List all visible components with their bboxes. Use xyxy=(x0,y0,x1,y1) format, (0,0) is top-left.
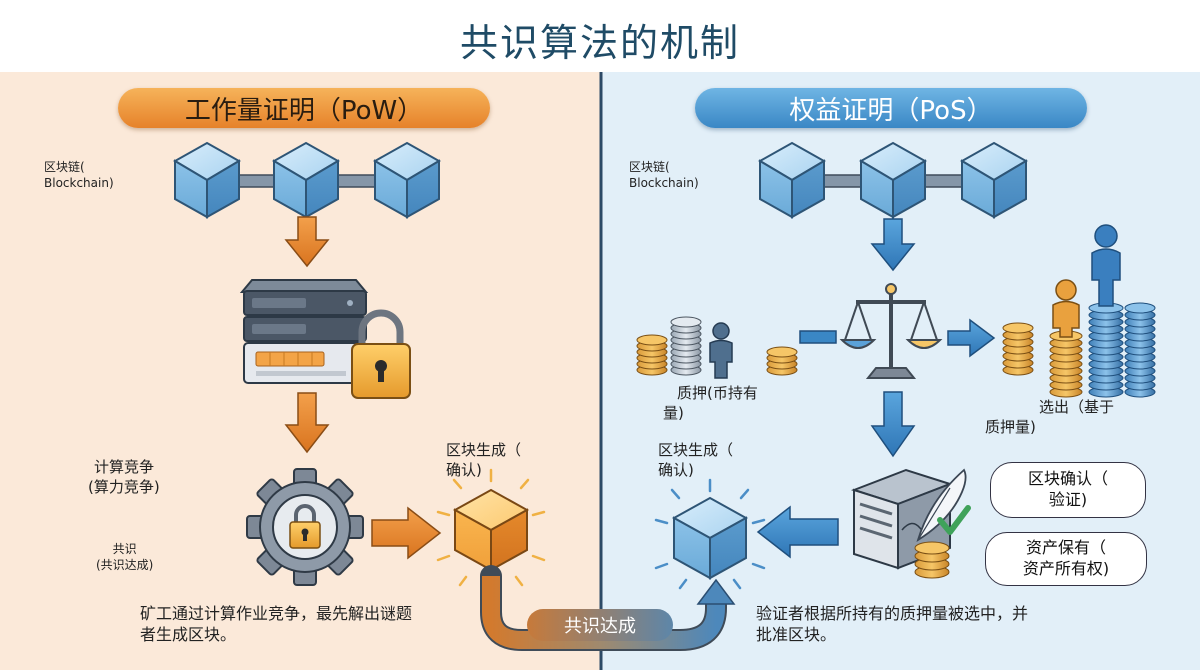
pow-description: 矿工通过计算作业竞争，最先解出谜题 者生成区块。 xyxy=(140,604,412,646)
pos-blockchain-label-line2: Blockchain) xyxy=(629,175,699,190)
pos-blockchain-label: 区块链( Blockchain) xyxy=(629,160,699,191)
person-icon xyxy=(709,322,733,379)
pos-confirm-box-line1: 区块确认（ xyxy=(1027,469,1108,489)
pos-assets-box: 资产保有（ 资产所有权) xyxy=(985,532,1147,586)
pow-compute-label-line1: 计算竞争 xyxy=(94,458,155,476)
pos-header: 权益证明（PoS） xyxy=(695,88,1087,128)
balance-scale-icon xyxy=(839,283,943,379)
pow-consensus-label-line2: (共识达成) xyxy=(96,557,154,572)
pow-compute-label: 计算竞争 (算力竞争) xyxy=(88,458,160,497)
down-arrow-icon xyxy=(870,218,916,272)
page-title: 共识算法的机制 xyxy=(459,21,740,65)
person-icon xyxy=(1052,279,1080,338)
cube-icon xyxy=(173,141,241,219)
down-arrow-icon xyxy=(284,216,330,268)
pow-header: 工作量证明（PoW） xyxy=(118,88,490,128)
consensus-reached-label: 共识达成 xyxy=(527,609,673,641)
pos-description-line1: 验证者根据所持有的质押量被选中，并 xyxy=(756,604,1029,623)
pow-consensus-label-line1: 共识 xyxy=(112,542,137,556)
pos-description-line2: 批准区块。 xyxy=(756,624,837,644)
pow-blockchain xyxy=(173,141,441,219)
pos-block-label-line1: 区块生成（ xyxy=(658,441,734,459)
pos-description: 验证者根据所持有的质押量被选中，并 批准区块。 xyxy=(756,604,1028,646)
pos-stake-label-line2: 量) xyxy=(663,403,684,422)
pos-stake-label-line1: 质押(币持有 xyxy=(677,384,758,402)
checkmark-icon xyxy=(937,505,971,535)
coin-stack-icon xyxy=(1002,302,1156,398)
cube-icon xyxy=(373,141,441,219)
down-arrow-icon xyxy=(870,391,916,458)
pos-blockchain-label-line1: 区块链( xyxy=(629,160,670,174)
coin-stack-icon xyxy=(914,541,950,579)
pos-block-label: 区块生成（ 确认) xyxy=(658,441,733,480)
coin-stack-icon xyxy=(636,316,798,376)
pow-compute-label-line2: (算力竞争) xyxy=(88,477,160,496)
glowing-block-icon xyxy=(436,468,546,587)
pow-blockchain-label-line1: 区块链( xyxy=(44,160,85,174)
pos-assets-box-line2: 资产所有权) xyxy=(1022,559,1110,578)
pos-confirm-box: 区块确认（ 验证) xyxy=(990,462,1146,518)
pow-blockchain-label-line2: Blockchain) xyxy=(44,175,114,190)
pos-confirm-box-line2: 验证) xyxy=(1048,490,1088,509)
server-icon xyxy=(239,279,369,384)
pow-block-label: 区块生成（ 确认) xyxy=(446,441,521,480)
person-icon xyxy=(1091,224,1121,307)
pow-block-label-line2: 确认) xyxy=(446,460,482,479)
pos-stake-label: 质押(币持有 量) xyxy=(663,384,758,423)
glowing-block-icon xyxy=(654,478,766,590)
pos-selection-label-line1: 选出（基于 xyxy=(1039,398,1115,416)
cube-icon xyxy=(960,141,1028,219)
pow-blockchain-label: 区块链( Blockchain) xyxy=(44,160,114,191)
pos-selection-label-line2: 质押量) xyxy=(985,417,1036,436)
quill-pen-icon xyxy=(916,468,967,543)
right-arrow-icon xyxy=(371,506,442,560)
left-arrow-icon xyxy=(756,505,839,559)
gear-icon xyxy=(246,468,364,586)
pos-blockchain xyxy=(758,141,1028,219)
pow-consensus-label: 共识 (共识达成) xyxy=(96,542,153,573)
pos-block-label-line2: 确认) xyxy=(658,460,694,479)
cube-icon xyxy=(859,141,927,219)
pos-assets-box-line1: 资产保有（ xyxy=(1025,538,1106,558)
pos-selection-label: 选出（基于 质押量) xyxy=(985,398,1114,437)
pow-description-line2: 者生成区块。 xyxy=(140,624,237,644)
padlock-icon xyxy=(351,309,411,399)
down-arrow-icon xyxy=(284,392,330,454)
pow-block-label-line1: 区块生成（ xyxy=(446,441,522,459)
cube-icon xyxy=(758,141,826,219)
pow-description-line1: 矿工通过计算作业竞争，最先解出谜题 xyxy=(140,604,413,623)
right-arrow-icon xyxy=(947,318,996,358)
